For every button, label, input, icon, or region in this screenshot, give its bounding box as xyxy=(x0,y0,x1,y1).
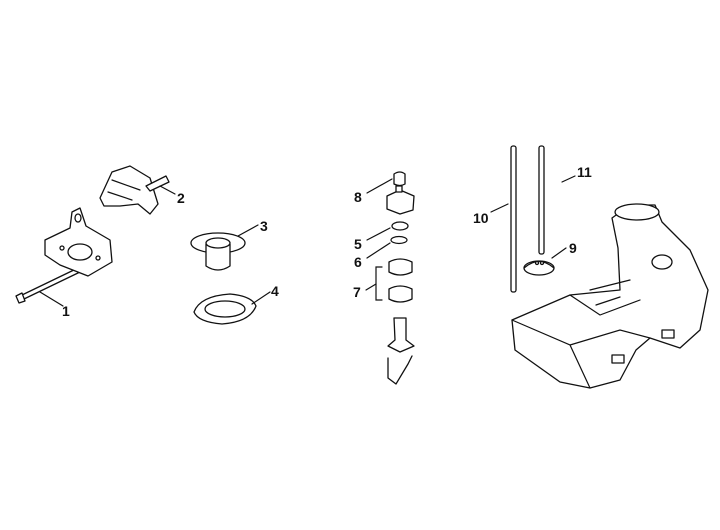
part-10-tube[interactable] xyxy=(510,145,517,293)
callout-11: 11 xyxy=(577,164,592,180)
callout-2: 2 xyxy=(177,190,185,206)
part-11-tube[interactable] xyxy=(538,145,545,255)
callout-3: 3 xyxy=(260,218,268,234)
callout-5: 5 xyxy=(354,236,362,252)
part-5-screen[interactable] xyxy=(391,221,409,231)
callout-9: 9 xyxy=(569,240,577,256)
callout-10: 10 xyxy=(473,210,489,226)
part-1-bolt[interactable] xyxy=(15,267,81,304)
part-3-flange[interactable] xyxy=(190,232,246,271)
callout-4: 4 xyxy=(271,283,279,299)
part-7-valves[interactable] xyxy=(375,258,413,303)
part-2-lever[interactable] xyxy=(99,165,170,215)
callout-1: 1 xyxy=(62,303,70,319)
part-pickup-body[interactable] xyxy=(387,317,415,385)
part-4-gasket[interactable] xyxy=(193,293,257,325)
part-bracket-block[interactable] xyxy=(44,207,113,277)
fuel-tank[interactable] xyxy=(511,203,709,389)
part-8-cap[interactable] xyxy=(386,171,415,215)
callout-7: 7 xyxy=(353,284,361,300)
callout-8: 8 xyxy=(354,189,362,205)
part-6-ring[interactable] xyxy=(390,235,408,245)
callout-6: 6 xyxy=(354,254,362,270)
leader-lines xyxy=(39,175,576,307)
part-9-grommet[interactable] xyxy=(523,260,555,276)
